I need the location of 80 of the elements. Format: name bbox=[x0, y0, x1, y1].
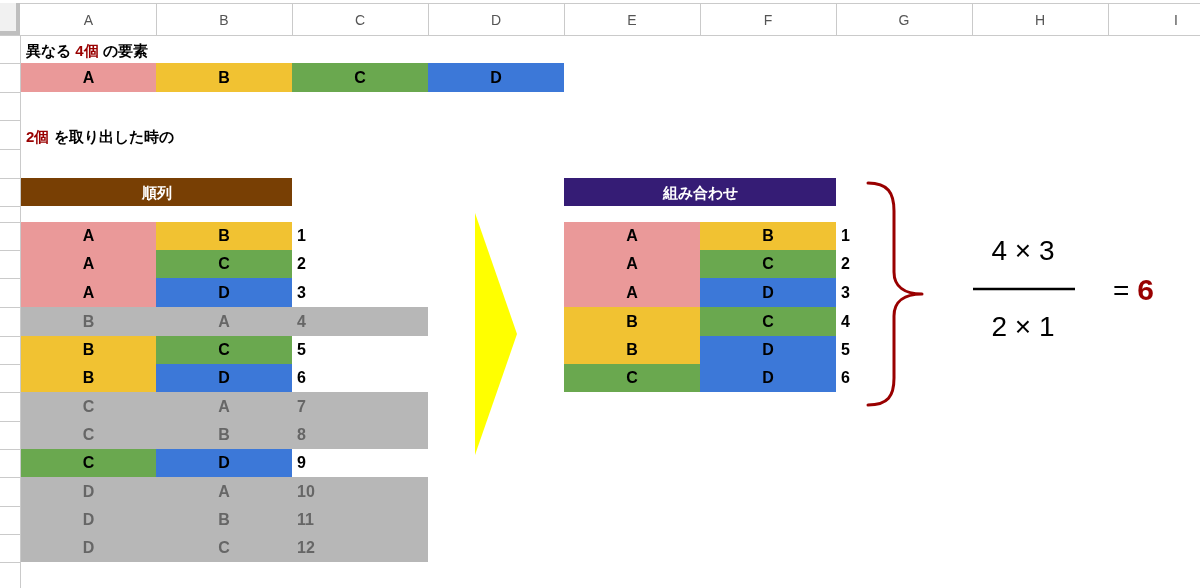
table-cell: D bbox=[156, 278, 292, 307]
table-cell: A bbox=[564, 222, 700, 250]
table-cell: B bbox=[564, 336, 700, 364]
denominator: 2 × 1 bbox=[991, 313, 1055, 341]
table-cell: C bbox=[564, 364, 700, 392]
row-number: 12 bbox=[297, 540, 315, 556]
row-number: 9 bbox=[297, 455, 306, 471]
result-text: = 6 bbox=[1113, 275, 1154, 305]
table-cell: C bbox=[156, 336, 292, 364]
row-band bbox=[21, 534, 428, 562]
column-header: G bbox=[898, 13, 910, 27]
table-cell: D bbox=[156, 449, 292, 477]
column-header: I bbox=[1174, 13, 1178, 27]
numerator: 4 × 3 bbox=[991, 237, 1055, 265]
row-number: 4 bbox=[297, 313, 306, 330]
letter: A bbox=[218, 483, 230, 500]
table-cell: B bbox=[156, 222, 292, 250]
table-cell: B bbox=[21, 364, 156, 392]
table-cell: B bbox=[700, 222, 836, 250]
table-cell: D bbox=[428, 63, 564, 92]
arrow bbox=[475, 213, 517, 455]
table-cell: D bbox=[700, 336, 836, 364]
table-cell: D bbox=[156, 364, 292, 392]
column-header: E bbox=[627, 13, 637, 27]
column-header: H bbox=[1034, 13, 1046, 27]
column-header: D bbox=[490, 13, 502, 27]
row-number: 5 bbox=[297, 342, 306, 358]
row-number: 10 bbox=[297, 483, 315, 500]
table-cell: A bbox=[564, 250, 700, 278]
row-number: 6 bbox=[297, 370, 306, 386]
row-number: 2 bbox=[841, 256, 850, 272]
row-number: 3 bbox=[841, 284, 850, 301]
heading-text: 異なる 4個 の要素 bbox=[26, 42, 148, 58]
row-band bbox=[21, 392, 428, 421]
letter: B bbox=[82, 313, 95, 330]
table-cell: B bbox=[21, 336, 156, 364]
letter: C bbox=[82, 427, 95, 443]
table-cell: A bbox=[21, 222, 156, 250]
letter: B bbox=[218, 512, 230, 528]
letter: A bbox=[218, 398, 230, 415]
letter: A bbox=[218, 313, 230, 330]
letter: D bbox=[82, 512, 95, 528]
row-number: 1 bbox=[297, 228, 306, 244]
row-band bbox=[21, 307, 428, 336]
row-band bbox=[21, 477, 428, 506]
table-cell: C bbox=[21, 449, 156, 477]
column-header: B bbox=[219, 13, 229, 27]
row-number: 8 bbox=[297, 427, 306, 443]
table-cell: A bbox=[21, 278, 156, 307]
letter: B bbox=[218, 427, 230, 443]
table-cell: C bbox=[700, 250, 836, 278]
table-cell: C bbox=[292, 63, 428, 92]
row-band bbox=[21, 421, 428, 449]
column-header: A bbox=[83, 13, 94, 27]
row-number: 11 bbox=[297, 512, 314, 528]
table-cell: C bbox=[700, 307, 836, 336]
table-cell: C bbox=[156, 250, 292, 278]
row-number: 2 bbox=[297, 256, 306, 272]
column-header: F bbox=[763, 13, 773, 27]
table-cell: D bbox=[700, 278, 836, 307]
table-cell: A bbox=[564, 278, 700, 307]
table-header: 順列 bbox=[21, 178, 292, 206]
table-cell: B bbox=[564, 307, 700, 336]
table-cell: A bbox=[21, 63, 156, 92]
table-cell: D bbox=[700, 364, 836, 392]
row-number: 7 bbox=[297, 398, 306, 415]
row-number: 6 bbox=[841, 370, 850, 386]
letter: D bbox=[82, 483, 95, 500]
letter: C bbox=[218, 540, 230, 556]
table-header: 組み合わせ bbox=[564, 178, 836, 206]
row-number: 4 bbox=[841, 313, 850, 330]
column-header: C bbox=[354, 13, 366, 27]
letter: C bbox=[82, 398, 95, 415]
table-cell: A bbox=[21, 250, 156, 278]
row-number: 1 bbox=[841, 228, 850, 244]
heading-text: 2個 を取り出した時の bbox=[26, 128, 174, 144]
letter: D bbox=[82, 540, 95, 556]
row-number: 3 bbox=[297, 284, 306, 301]
table-cell: B bbox=[156, 63, 292, 92]
row-number: 5 bbox=[841, 342, 850, 358]
